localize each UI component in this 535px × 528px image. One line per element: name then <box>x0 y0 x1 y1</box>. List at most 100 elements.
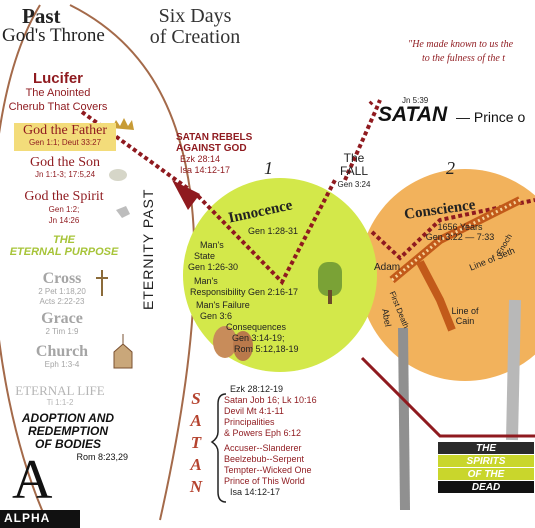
lamb-icon <box>109 169 127 181</box>
satan-letter-s: S <box>191 389 201 408</box>
spirits-bg-2 <box>438 455 534 467</box>
adam-eve-icon-2 <box>233 331 253 361</box>
cross-item: Cross 2 Pet 1:18,20 Acts 2:22-23 <box>22 270 102 307</box>
church-item: Church Eph 1:3-4 <box>22 343 102 370</box>
satan-ref-1: Satan Job 16; Lk 10:16 <box>224 395 317 405</box>
spirits-bg-3 <box>438 468 534 480</box>
line-of-cain-band <box>416 260 456 332</box>
spirits-bg-4 <box>438 481 534 493</box>
satan-prince-rest: — Prince o <box>456 109 526 125</box>
quote-line1: "He made known to us the <box>408 39 514 50</box>
satan-letter-n: N <box>189 477 203 496</box>
line-of-cain-line1: Line of <box>451 306 479 316</box>
eternal-life-ref1: Ti 1:1-2 <box>46 398 74 407</box>
spirits-line4: DEAD <box>471 482 501 493</box>
cross-ref2: Acts 2:22-23 <box>39 297 85 306</box>
mans-responsibility-line2: Responsibility Gen 2:16-17 <box>190 287 299 297</box>
crown-icon <box>112 118 134 130</box>
church-name: Church <box>35 343 89 360</box>
satan-refs: Ezk 28:12-19 Satan Job 16; Lk 10:16 Devi… <box>224 384 317 498</box>
eternal-purpose: THE ETERNAL PURPOSE <box>8 234 120 258</box>
satan-ref-4: & Powers Eph 6:12 <box>224 428 302 438</box>
adoption-line2: REDEMPTION <box>27 424 108 438</box>
gods-throne-title: God's Throne <box>2 25 105 46</box>
lucifer-name: Lucifer <box>32 70 83 87</box>
adoption-block: ADOPTION AND REDEMPTION OF BODIES Rom 8:… <box>4 412 132 464</box>
mans-failure-line1: Man's Failure <box>196 300 250 310</box>
satan-ref-0: Ezk 28:12-19 <box>230 384 284 394</box>
gray-right-band <box>506 299 521 441</box>
satan-rebels: SATAN REBELS AGAINST GOD Ezk 28:14 Isa 1… <box>176 132 252 176</box>
innocence-v-path <box>196 179 337 286</box>
conscience-years: 1656 Years Gen 3:22 — 7:33 <box>420 222 500 242</box>
cross-icon <box>96 270 108 296</box>
conscience-years-line: 1656 Years <box>437 222 483 232</box>
conscience-circle <box>359 169 535 381</box>
spirits-line2: SPIRITS <box>466 456 506 467</box>
cross-ref1: 2 Pet 1:18,20 <box>38 287 86 296</box>
cross-name: Cross <box>42 270 82 287</box>
satan-ref-6: Beelzebub--Serpent <box>224 454 305 464</box>
satan-bracket <box>210 393 227 503</box>
satan-ref-5: Accuser--Slanderer <box>224 443 302 453</box>
mans-state: Man's State Gen 1:26-30 <box>188 240 238 273</box>
mans-responsibility-line1: Man's <box>194 276 218 286</box>
consequences-line3: Rom 5:12,18-19 <box>234 344 299 354</box>
eternity-ellipse <box>69 4 196 521</box>
hades-outline <box>360 356 535 438</box>
grace-name: Grace <box>41 310 83 327</box>
mans-failure-line2: Gen 3:6 <box>200 311 233 321</box>
satan-prince-line <box>368 100 374 106</box>
satan-letter-t: T <box>190 433 202 452</box>
satan-prince-ref: Jn 5:39 <box>402 96 429 105</box>
tree-icon <box>318 262 342 296</box>
god-the-son: God the Son Jn 1:1-3; 17:5,24 <box>18 156 112 181</box>
conscience-ref: Gen 3:22 — 7:33 <box>425 232 495 242</box>
grace-item: Grace 2 Tim 1:9 <box>22 310 102 337</box>
god-the-son-ref: Jn 1:1-3; 17:5,24 <box>34 170 96 179</box>
god-the-spirit-ref2: Jn 14:26 <box>48 216 80 225</box>
lucifer-line1: The Anointed <box>25 87 91 99</box>
satan-fall-arrow-icon <box>172 180 200 210</box>
adoption-line1: ADOPTION AND <box>21 411 115 425</box>
conscience-number: 2 <box>446 158 455 178</box>
satan-ref-8: Prince of This World <box>224 476 305 486</box>
mans-failure: Man's Failure Gen 3:6 <box>196 300 250 322</box>
eternal-purpose-line1: THE <box>53 234 75 246</box>
spirits-line1: THE <box>476 443 496 454</box>
fall-line1: The <box>343 151 365 165</box>
fall-path <box>343 99 382 181</box>
satan-rebels-line2: AGAINST GOD <box>176 143 247 154</box>
satan-ref-7: Tempter--Wicked One <box>224 465 312 475</box>
consequences: Consequences Gen 3:14-19; Rom 5:12,18-19 <box>226 322 299 355</box>
grace-ref1: 2 Tim 1:9 <box>45 327 79 336</box>
first-death-band <box>398 327 410 511</box>
six-days-line1: Six Days <box>158 5 232 27</box>
satan-ref-3: Principalities <box>224 417 275 427</box>
satan-vertical: S A T A N <box>188 388 204 498</box>
god-the-spirit-ref1: Gen 1:2; <box>48 205 80 214</box>
lucifer-line2: Cherub That Covers <box>8 101 108 113</box>
fall-label: The FALL Gen 3:24 <box>326 152 382 191</box>
satan-ref-2: Devil Mt 4:1-11 <box>224 406 284 416</box>
quote: "He made known to us the to the fulness … <box>408 38 513 66</box>
spirits-line3: OF THE <box>467 469 505 480</box>
eternal-purpose-line2: ETERNAL PURPOSE <box>9 246 119 258</box>
adam-label: Adam <box>374 262 401 273</box>
consequences-line1: Consequences <box>226 322 287 332</box>
satan-ref-9: Isa 14:12-17 <box>230 487 281 497</box>
innocence-ref: Gen 1:28-31 <box>248 226 299 236</box>
satan-rebels-ref1: Ezk 28:14 <box>180 154 221 164</box>
fall-line2: FALL <box>339 164 369 178</box>
spirits-bg-1 <box>438 442 534 454</box>
conscience-v-path <box>370 198 535 261</box>
eternal-life-item: ETERNAL LIFE Ti 1:1-2 <box>8 384 112 408</box>
tree-trunk-icon <box>328 290 332 304</box>
god-the-spirit-name: God the Spirit <box>24 189 104 204</box>
innocence-circle <box>183 178 377 372</box>
satan-prince-name: SATAN <box>378 103 448 126</box>
innocence-number: 1 <box>264 158 273 178</box>
consequences-line2: Gen 3:14-19; <box>232 333 285 343</box>
alpha-word: ALPHA <box>4 511 51 525</box>
dove-icon <box>116 206 130 218</box>
